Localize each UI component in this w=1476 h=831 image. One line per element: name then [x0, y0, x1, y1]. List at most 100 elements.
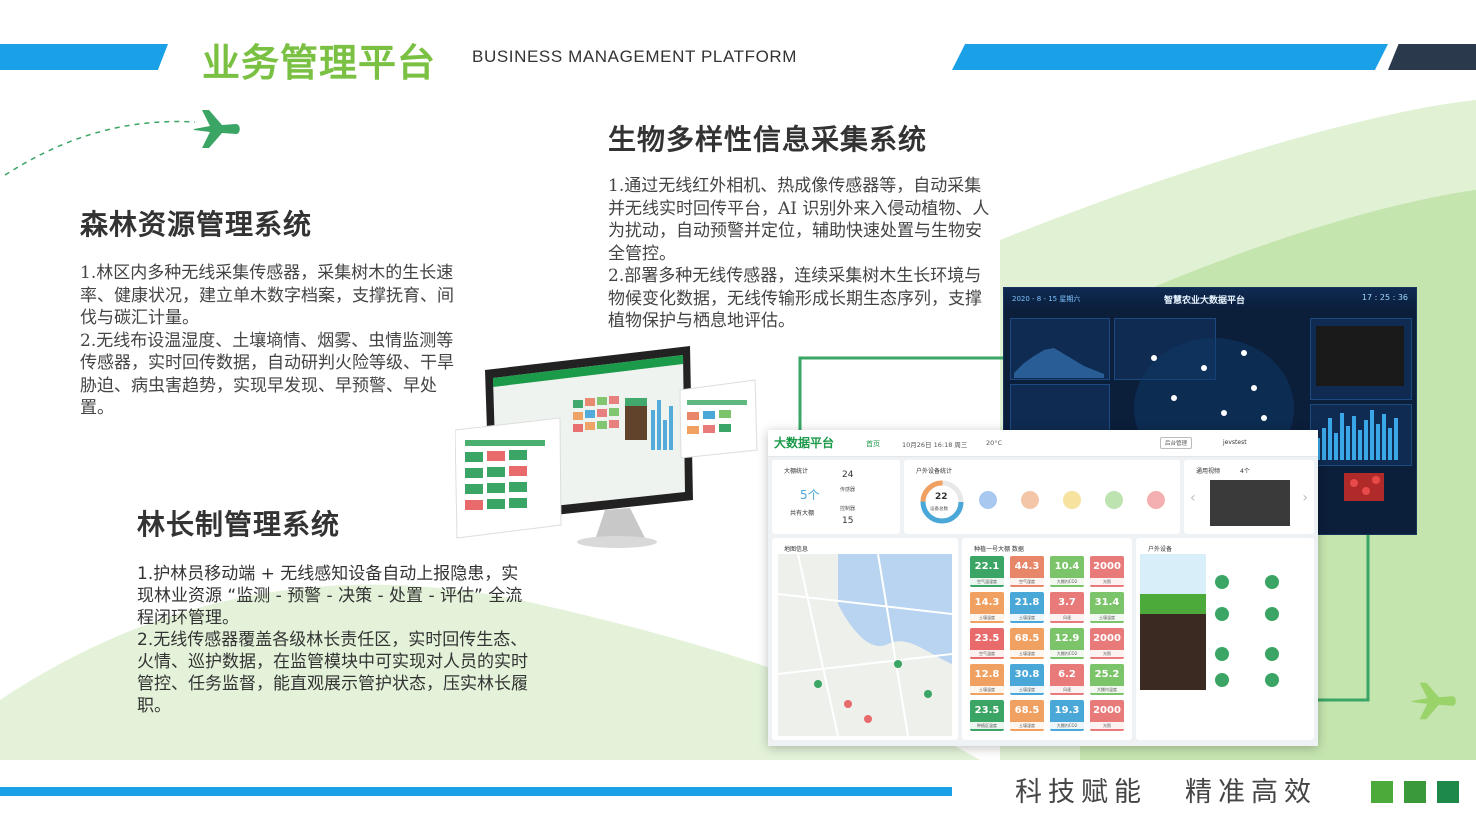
admin-button[interactable]: 后台管理: [1160, 437, 1193, 449]
airplane-icon: [194, 110, 240, 148]
data-tile-label: 光照: [1090, 578, 1124, 585]
chief-point-1: 1.护林员移动端 + 无线感知设备自动上报隐患，实现林业资源 “监测 - 预警 …: [137, 564, 523, 628]
data-tile-label: 土壤湿度: [1010, 686, 1044, 693]
bio-point-1: 1.通过无线红外相机、热成像传感器等，自动采集并无线实时回传平台，AI 识别外来…: [608, 176, 990, 264]
outdoor-devices-card: 户外设备: [1136, 538, 1314, 740]
light-dashboard-temp: 20°C: [986, 439, 1003, 447]
data-tile-label: 空气湿度: [1010, 578, 1044, 585]
video-prev-icon[interactable]: ‹: [1190, 490, 1196, 506]
data-tile-label: 大棚内CO2: [1050, 650, 1084, 657]
monitor-mockup: [454, 340, 775, 555]
data-tile[interactable]: 2000 光照: [1090, 556, 1124, 587]
data-tile[interactable]: 25.2 大棚内温度: [1090, 664, 1124, 695]
page-title: 业务管理平台: [202, 41, 437, 85]
data-tile-value: 68.5: [1014, 705, 1040, 716]
forest-point-1: 1.林区内多种无线采集传感器，采集树木的生长速率、健康状况，建立单木数字档案，支…: [80, 263, 454, 328]
video-next-icon[interactable]: ›: [1302, 490, 1308, 506]
data-tile-label: 土壤温度: [970, 686, 1004, 693]
data-tile[interactable]: 3.7 风速: [1050, 592, 1084, 623]
sensor-count: 24: [842, 470, 854, 480]
chief-text: 1.护林员移动端 + 无线感知设备自动上报隐患，实现林业资源 “监测 - 预警 …: [137, 563, 529, 717]
data-tile[interactable]: 44.3 空气湿度: [1010, 556, 1044, 587]
data-tile[interactable]: 12.9 大棚内CO2: [1050, 628, 1084, 659]
data-tile-label: 土壤温度: [1090, 614, 1124, 621]
data-tile-value: 22.1: [974, 561, 1000, 572]
slogan-tech: 科技赋能: [1015, 777, 1147, 808]
controller-count: 15: [842, 516, 854, 526]
dark-dashboard-date: 2020 - 8 - 15 星期六: [1012, 295, 1081, 303]
data-tile-label: 大棚内温度: [1090, 686, 1124, 693]
map-card: 地图信息: [772, 538, 958, 740]
data-tile-label: 土壤湿度: [1010, 614, 1044, 621]
outdoor-stats-card: 户外设备统计 22 设备总数: [904, 460, 1180, 534]
device-donut-chart: [920, 480, 964, 524]
data-tile[interactable]: 10.4 大棚内CO2: [1050, 556, 1084, 587]
outdoor-stats-title: 户外设备统计: [916, 468, 953, 475]
data-tile-value: 25.2: [1094, 669, 1120, 680]
footer-square-3: [1437, 781, 1459, 803]
forest-title: 森林资源管理系统: [80, 208, 313, 241]
data-tile-value: 2000: [1093, 561, 1121, 572]
data-tile-value: 44.3: [1014, 561, 1040, 572]
data-tile-value: 19.3: [1054, 705, 1080, 716]
light-dashboard-logo: 大数据平台: [774, 436, 835, 450]
slogan-precise: 精准高效: [1185, 777, 1317, 808]
data-tile-value: 31.4: [1094, 597, 1120, 608]
data-tile[interactable]: 21.8 土壤湿度: [1010, 592, 1044, 623]
forest-point-2: 2.无线布设温湿度、土壤墒情、烟雾、虫情监测等传感器，实时回传数据，自动研判火险…: [80, 330, 454, 419]
soil-sensors: [1215, 575, 1279, 687]
light-dashboard-date: 10月26日 16:18 周三: [902, 441, 968, 449]
data-tile-value: 21.8: [1014, 597, 1040, 608]
data-tile-value: 12.8: [974, 669, 1000, 680]
soil-image: [1140, 554, 1206, 690]
forest-text: 1.林区内多种无线采集传感器，采集树木的生长速率、健康状况，建立单木数字档案，支…: [80, 262, 466, 420]
device-total: 22: [935, 492, 948, 502]
data-tile-value: 3.7: [1058, 597, 1076, 608]
header-bar-right-dark: [1388, 44, 1476, 70]
data-tile[interactable]: 31.4 土壤温度: [1090, 592, 1124, 623]
data-tile-label: 风速: [1050, 614, 1084, 621]
device-total-label: 设备总数: [930, 507, 948, 512]
sensor-label: 传感器: [840, 487, 856, 493]
greenhouse-card: 大棚统计 5个 共有大棚 24 传感器 控制器 15: [772, 460, 900, 534]
data-tile-value: 10.4: [1054, 561, 1080, 572]
data-tile-label: 空气温度: [970, 650, 1004, 657]
home-link[interactable]: 首页: [866, 440, 880, 448]
header-bar-left: [0, 44, 168, 70]
greenhouse-card-title: 大棚统计: [784, 468, 809, 475]
data-tile-label: 土壤湿度: [1010, 650, 1044, 657]
bio-point-2: 2.部署多种无线传感器，连续采集树木生长环境与物候变化数据，无线传输形成长期生态…: [608, 266, 982, 331]
data-tile-value: 2000: [1093, 633, 1121, 644]
data-tile[interactable]: 2000 光照: [1090, 628, 1124, 659]
user-name[interactable]: jevstest: [1223, 439, 1247, 446]
data-tile-label: 大棚内CO2: [1050, 578, 1084, 585]
data-tile[interactable]: 12.8 土壤温度: [970, 664, 1004, 695]
light-dashboard-topbar: 大数据平台 首页 10月26日 16:18 周三 20°C 后台管理 jevst…: [768, 430, 1318, 457]
map-view[interactable]: [778, 554, 952, 736]
data-tile-label: 光照: [1090, 650, 1124, 657]
footer-square-1: [1371, 781, 1393, 803]
outdoor-devices-title: 户外设备: [1148, 546, 1173, 553]
dark-dashboard-title: 智慧农业大数据平台: [1164, 296, 1246, 306]
video-player[interactable]: [1210, 480, 1290, 526]
video-count: 4个: [1240, 468, 1250, 475]
footer-square-2: [1404, 781, 1426, 803]
data-tile-label: 种植区温度: [970, 722, 1004, 729]
data-tile-label: 光照: [1090, 722, 1124, 729]
data-tile-value: 12.9: [1054, 633, 1080, 644]
dark-dashboard-time: 17 : 25 : 36: [1361, 293, 1408, 302]
page-subtitle: BUSINESS MANAGEMENT PLATFORM: [472, 47, 798, 66]
device-bubbles: [979, 491, 1165, 509]
greenhouse-count: 5个: [800, 488, 820, 502]
